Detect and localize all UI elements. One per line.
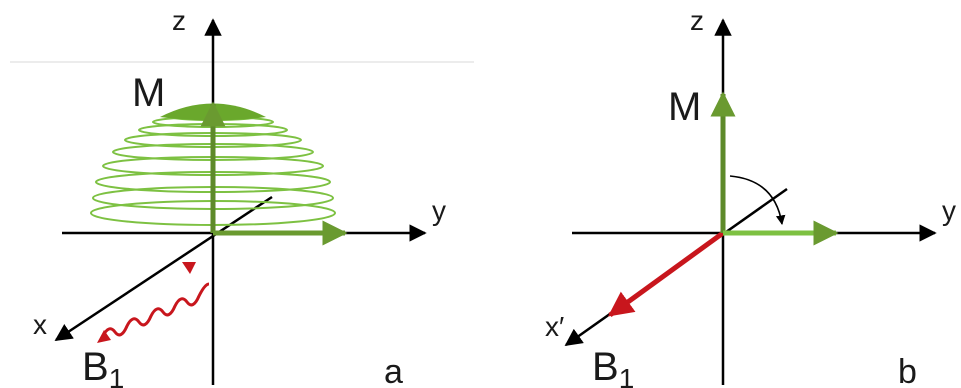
x-prime-axis-label-b: x′: [545, 311, 564, 342]
b1-label-a: B1: [82, 345, 124, 388]
b1-sub-a: 1: [109, 363, 125, 388]
flip-angle-arc: [729, 175, 786, 225]
b1-base-b: B: [592, 345, 619, 388]
b1-base-a: B: [82, 345, 109, 388]
x-axis-label-a: x: [33, 309, 47, 340]
panel-label-b: b: [898, 353, 917, 388]
y-axis-label-a: y: [432, 195, 446, 226]
b1-vector-b: [607, 230, 725, 318]
x-axis-a: [54, 195, 273, 342]
panel-b: z y x′ M B1 b: [545, 5, 956, 388]
rf-arrow-head-top: [182, 262, 196, 274]
z-axis-label-b: z: [690, 5, 704, 36]
z-axis-label-a: z: [172, 5, 186, 36]
panel-label-a: a: [384, 353, 403, 388]
y-axis-label-b: y: [942, 195, 956, 226]
rf-field-wave: [101, 282, 210, 337]
magnetization-label-a: M: [132, 71, 165, 115]
b1-sub-b: 1: [619, 363, 635, 388]
magnetization-label-b: M: [668, 85, 701, 129]
panel-a: z y x M B1 a: [10, 5, 474, 388]
rf-arrow-head-bottom: [97, 330, 111, 343]
b1-label-b: B1: [592, 345, 634, 388]
